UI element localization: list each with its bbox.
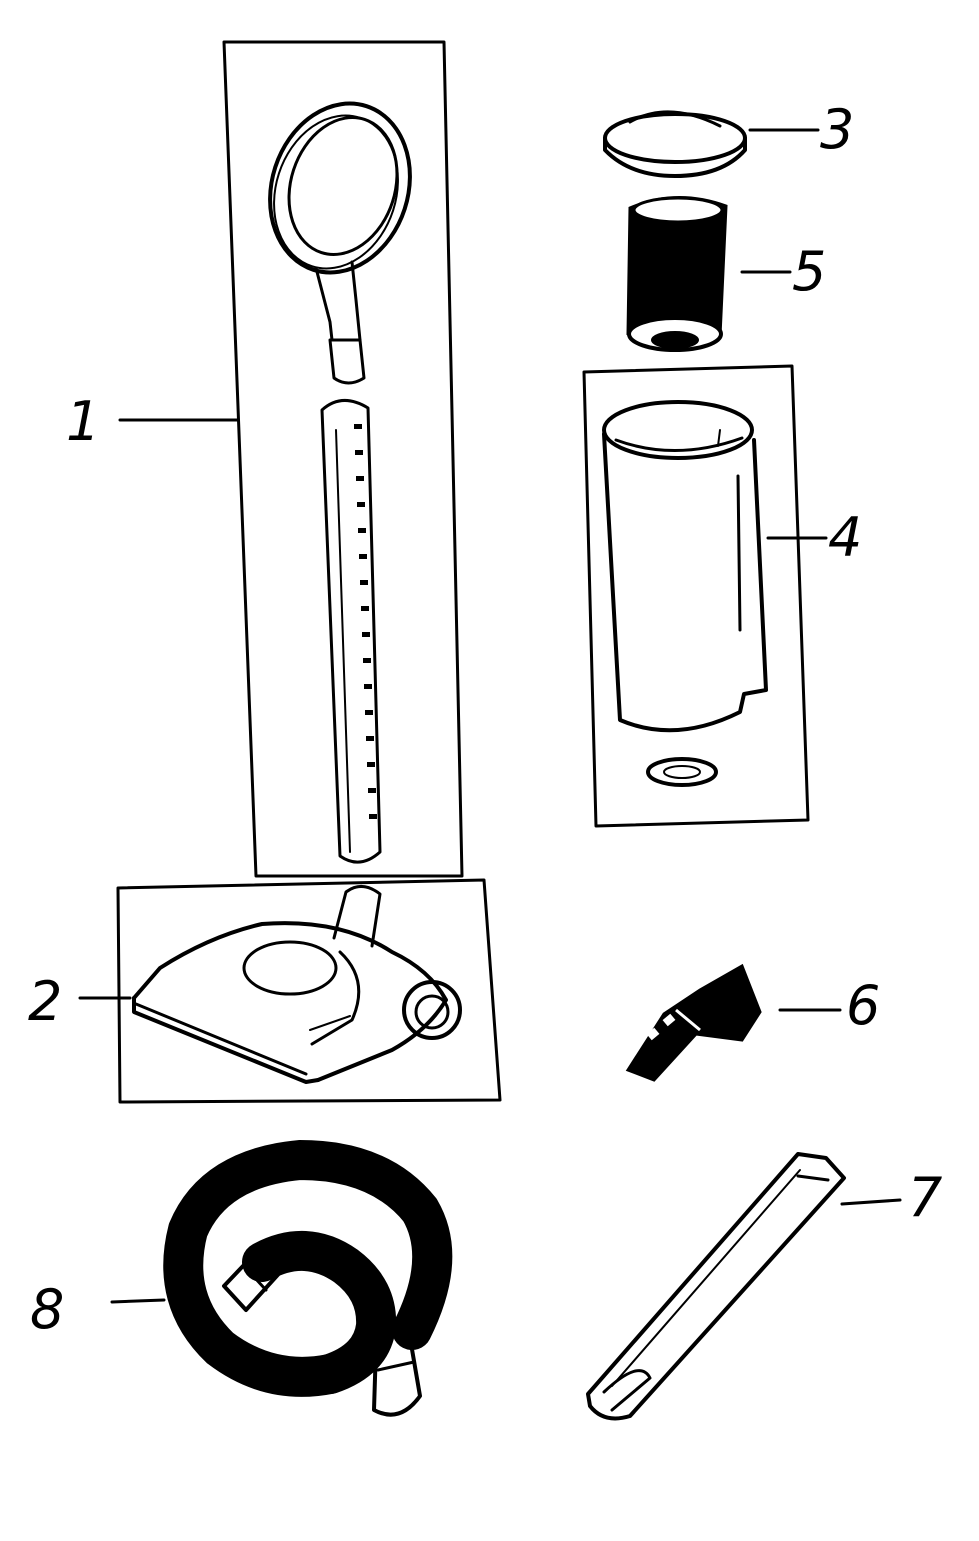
part-7-group: 7 [586, 1152, 942, 1421]
part-5-group: 5 [626, 195, 826, 352]
part-8-leader [110, 1298, 166, 1304]
part-2-label: 2 [28, 970, 62, 1033]
part-4-group: 4 [582, 364, 862, 828]
part-4-frame [582, 364, 810, 828]
handle-and-wand-icon [268, 101, 412, 864]
filter-icon [626, 195, 728, 352]
part-4-label: 4 [828, 506, 862, 569]
crevice-tool-icon [586, 1152, 846, 1421]
part-7-leader [840, 1198, 902, 1206]
dust-cup-lid-icon [603, 110, 747, 178]
part-7-label: 7 [908, 1166, 942, 1229]
part-2-frame [116, 878, 502, 1104]
wand-holes [354, 424, 377, 819]
part-8-group: 8 [30, 1139, 453, 1417]
part-1-label: 1 [66, 390, 100, 453]
part-8-label: 8 [30, 1278, 64, 1341]
part-6-group: 6 [625, 963, 880, 1082]
part-6-label: 6 [846, 974, 880, 1037]
dusting-brush-icon [625, 963, 762, 1082]
part-5-label: 5 [792, 240, 826, 303]
part-1-frame [222, 40, 464, 878]
floor-nozzle-icon [132, 885, 462, 1084]
part-3-label: 3 [820, 98, 854, 161]
part-3-group: 3 [603, 98, 854, 178]
hose-icon [163, 1139, 453, 1417]
part-1-group: 1 [66, 40, 464, 878]
part-2-group: 2 [28, 878, 502, 1104]
dust-cup-icon [602, 400, 768, 787]
